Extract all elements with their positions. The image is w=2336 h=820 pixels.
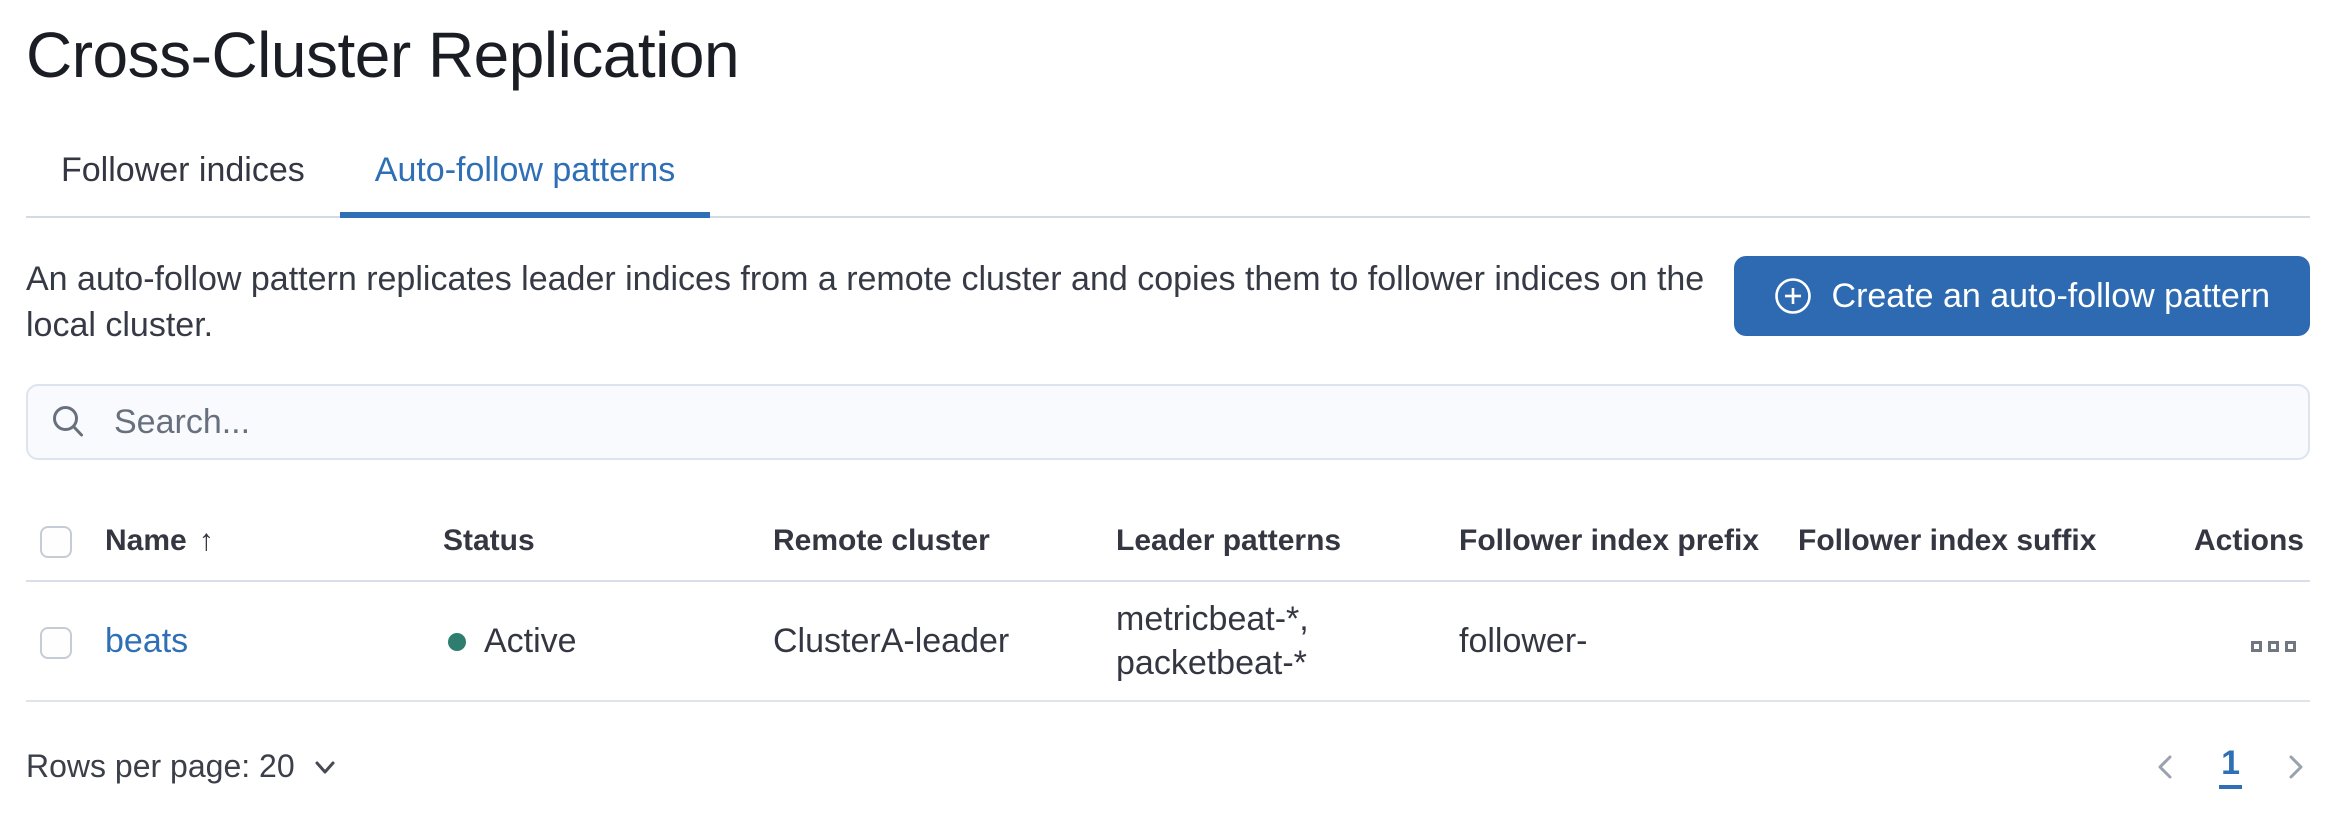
table-row: beats Active ClusterA-leader metricbeat-… <box>26 581 2310 703</box>
column-header-status: Status <box>443 460 773 583</box>
intro-row: An auto-follow pattern replicates leader… <box>26 256 2310 348</box>
select-all-checkbox[interactable] <box>40 526 72 559</box>
column-header-remote-cluster: Remote cluster <box>773 460 1116 583</box>
next-page-button[interactable] <box>2280 750 2310 784</box>
page-title: Cross-Cluster Replication <box>26 19 740 91</box>
table-header-row: Name ↑ Status Remote cluster Leader patte… <box>26 460 2310 583</box>
page-description: An auto-follow pattern replicates leader… <box>26 260 1705 344</box>
search-bar <box>26 384 2310 460</box>
search-icon <box>53 406 83 437</box>
row-checkbox[interactable] <box>40 626 72 659</box>
chevron-down-icon <box>315 761 335 774</box>
column-header-actions: Actions <box>2138 460 2310 583</box>
previous-page-button[interactable] <box>2151 750 2181 784</box>
box-glyph <box>2285 640 2296 652</box>
pagination: 1 <box>2151 744 2310 790</box>
column-header-follower-index-prefix: Follower index prefix <box>1459 460 1798 583</box>
rows-per-page-selector[interactable]: Rows per page: 20 <box>26 748 339 785</box>
box-glyph <box>2251 640 2262 652</box>
chevron-right-icon <box>2289 755 2303 779</box>
column-header-follower-index-suffix: Follower index suffix <box>1798 460 2138 583</box>
page-number-button[interactable]: 1 <box>2219 744 2242 790</box>
auto-follow-patterns-table: Name ↑ Status Remote cluster Leader patte… <box>26 460 2310 703</box>
status-badge: Active <box>443 622 577 661</box>
sort-ascending-icon: ↑ <box>198 524 214 558</box>
plus-in-circle-icon <box>1774 278 1811 314</box>
column-header-name[interactable]: Name ↑ <box>105 460 443 583</box>
box-glyph <box>2268 640 2279 652</box>
search-input[interactable] <box>112 386 2286 458</box>
chevron-left-icon <box>2158 755 2172 779</box>
follower-index-suffix-cell <box>1798 581 2138 703</box>
leader-pattern: metricbeat-*, <box>1116 600 1309 639</box>
status-dot-icon <box>448 632 466 651</box>
create-auto-follow-pattern-button[interactable]: Create an auto-follow pattern <box>1733 256 2310 336</box>
table-footer: Rows per page: 20 1 <box>26 702 2310 790</box>
column-header-name-label: Name <box>105 524 187 558</box>
column-header-leader-patterns: Leader patterns <box>1116 460 1459 583</box>
create-button-label: Create an auto-follow pattern <box>1831 276 2270 315</box>
tab-bar: Follower indices Auto-follow patterns <box>26 150 2310 218</box>
remote-cluster-cell: ClusterA-leader <box>773 581 1116 703</box>
tab-follower-indices[interactable]: Follower indices <box>61 151 305 189</box>
leader-pattern: packetbeat-* <box>1116 644 1307 683</box>
follower-index-prefix-cell: follower- <box>1459 581 1798 703</box>
status-label: Active <box>484 622 577 661</box>
leader-patterns-cell: metricbeat-*, packetbeat-* <box>1116 581 1459 703</box>
pattern-name-link[interactable]: beats <box>105 621 189 660</box>
rows-per-page-label: Rows per page: 20 <box>26 748 295 785</box>
boxes-horizontal-icon[interactable] <box>2251 640 2296 652</box>
tab-auto-follow-patterns[interactable]: Auto-follow patterns <box>339 150 711 218</box>
